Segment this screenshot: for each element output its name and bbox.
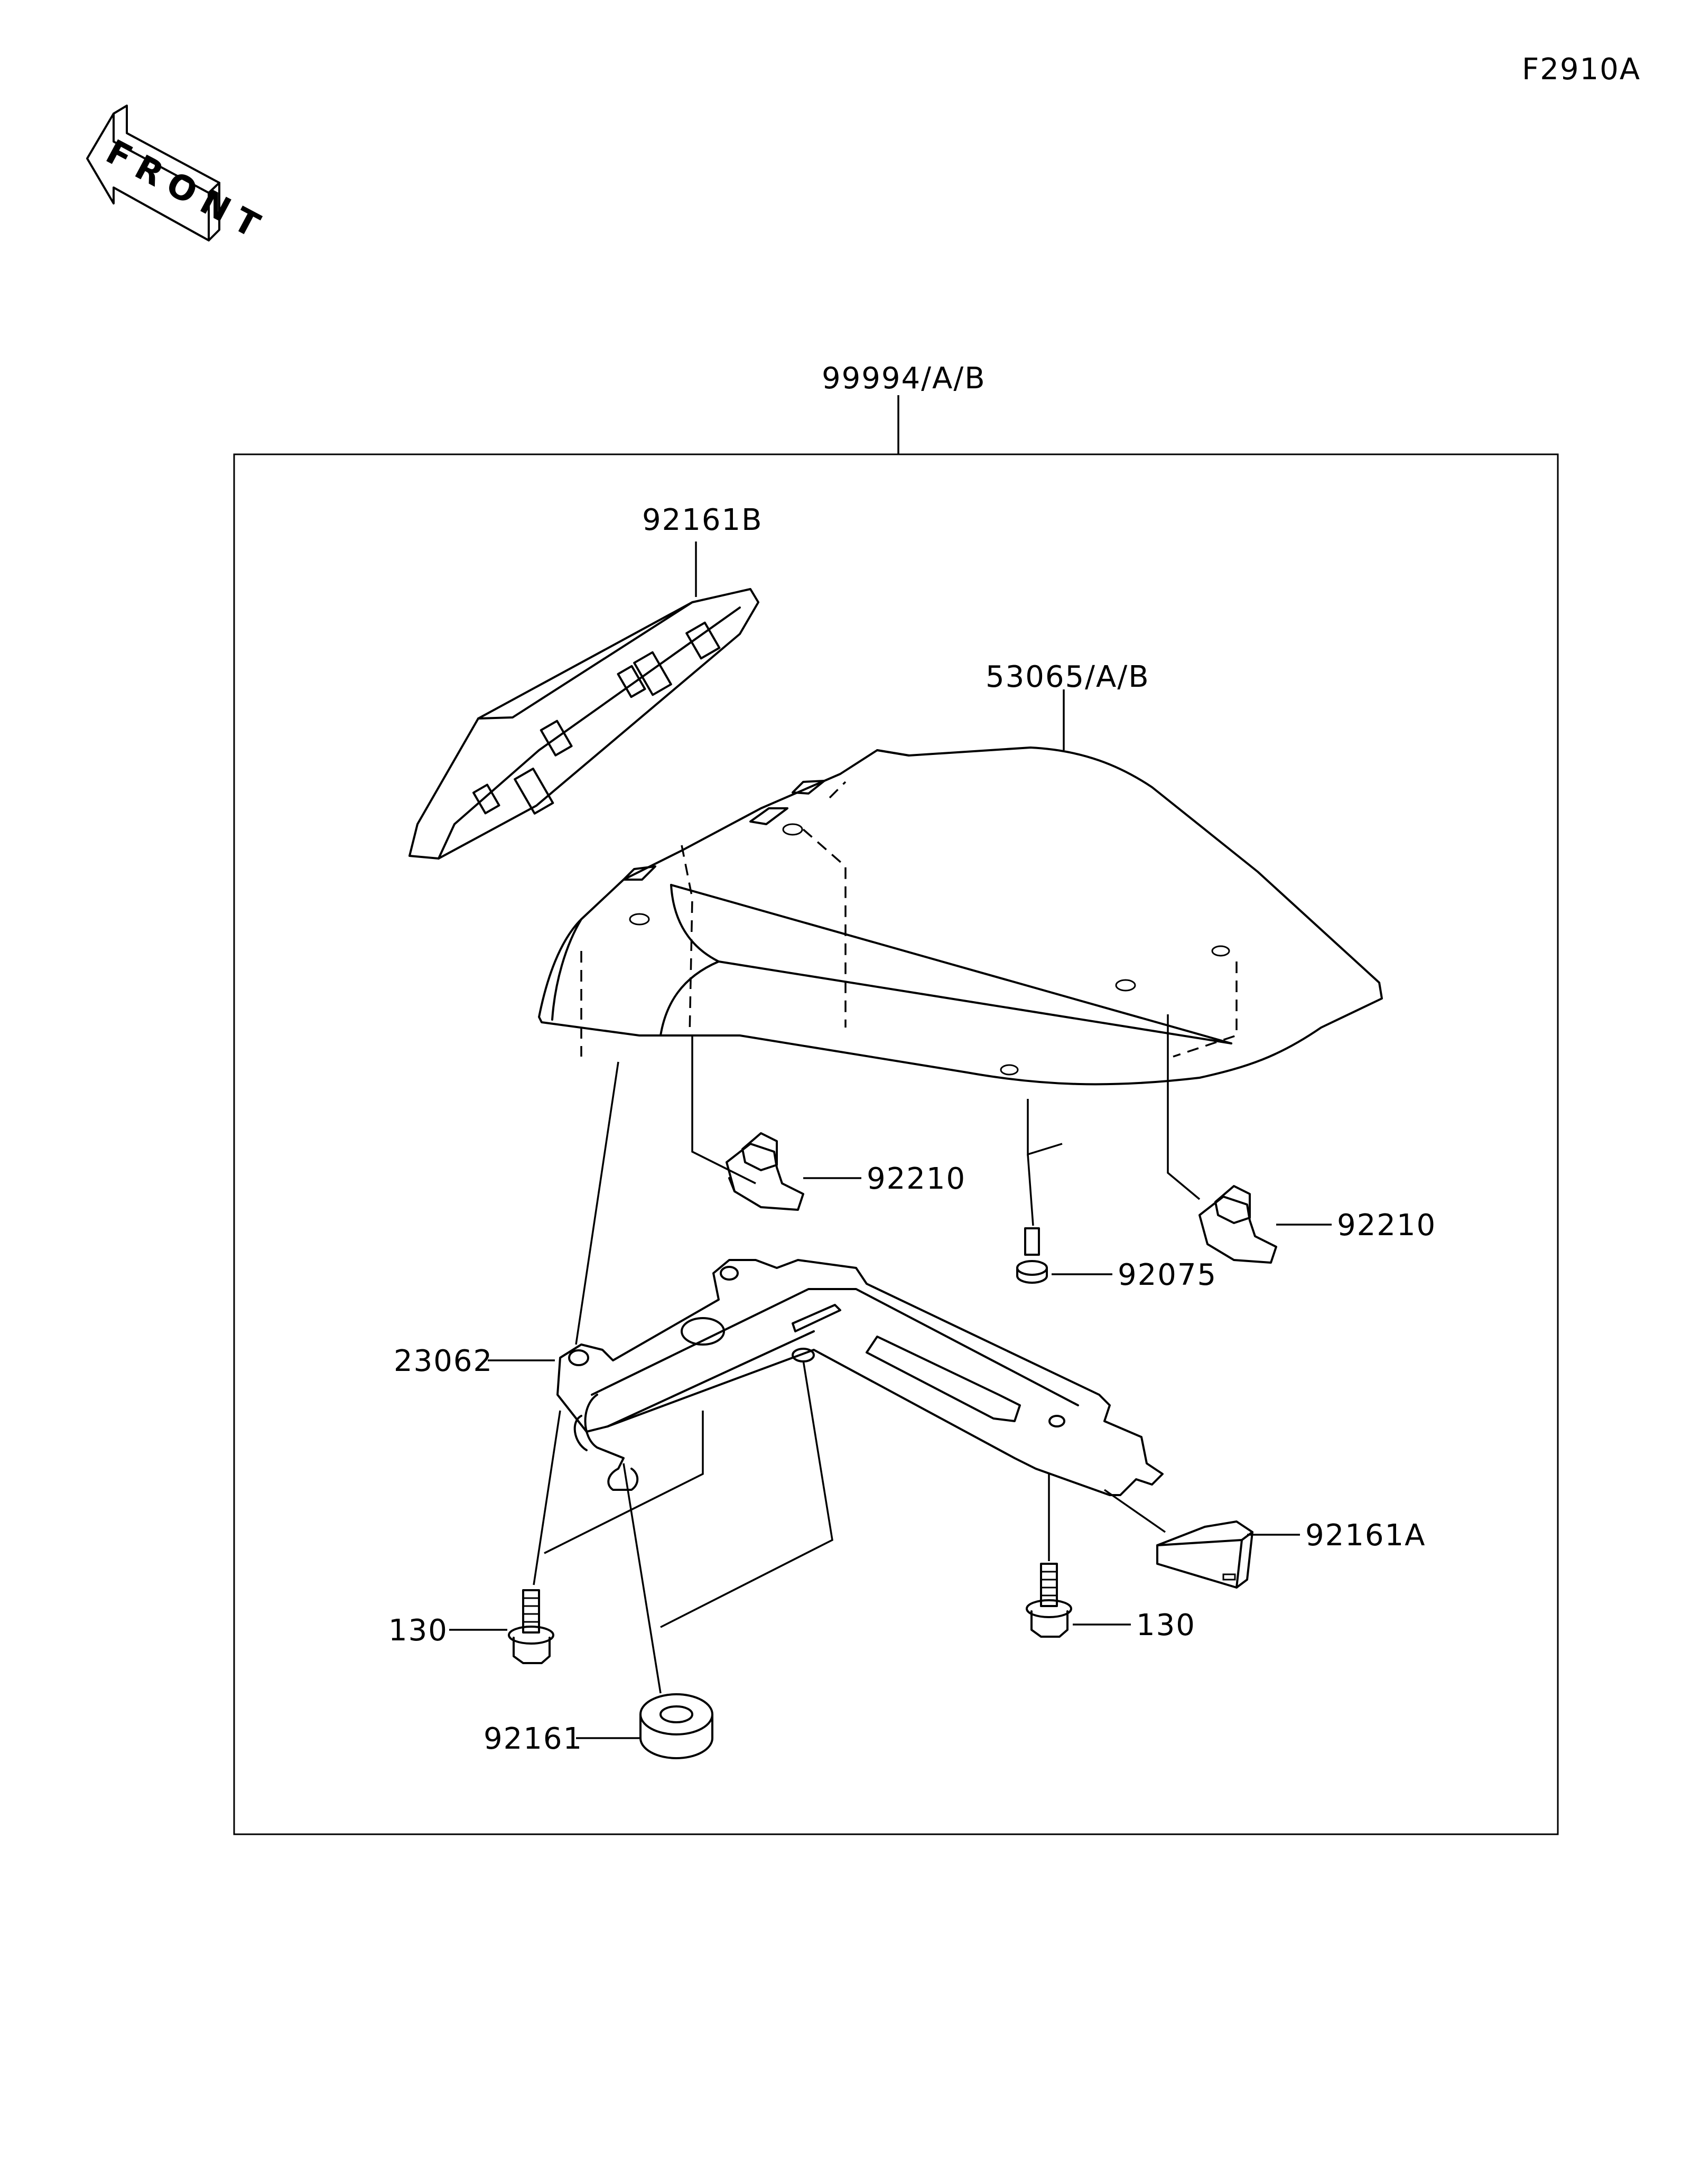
callout-92210-right: 92210 (1337, 1208, 1436, 1243)
callout-23062: 23062 (394, 1344, 493, 1378)
small-screw-part (1016, 1227, 1048, 1284)
bracket-part (556, 1259, 1164, 1496)
clip-nut-right-part (1198, 1185, 1277, 1264)
callout-92161A: 92161A (1305, 1518, 1426, 1553)
callout-92210-left: 92210 (867, 1162, 966, 1196)
callout-53065: 53065/A/B (986, 660, 1150, 694)
bolt-right-part (1026, 1563, 1072, 1638)
damper-part (639, 1693, 713, 1759)
seat-cover-part (538, 746, 1383, 1086)
callout-92161: 92161 (484, 1722, 583, 1756)
front-direction-arrow-icon: FRONT (86, 105, 274, 250)
callout-130-right: 130 (1136, 1608, 1196, 1642)
assembly-label: 99994/A/B (822, 361, 986, 396)
callout-92075: 92075 (1118, 1258, 1217, 1292)
rear-pad-part (1156, 1520, 1253, 1589)
callout-130-left: 130 (388, 1613, 448, 1648)
clip-nut-left-part (726, 1132, 804, 1211)
bolt-left-part (508, 1589, 554, 1664)
assembly-box (233, 453, 1559, 1835)
figure-code: F2910A (1522, 52, 1641, 87)
upper-pad-part (408, 588, 759, 860)
callout-92161B: 92161B (642, 503, 763, 537)
front-label: FRONT (99, 133, 274, 250)
